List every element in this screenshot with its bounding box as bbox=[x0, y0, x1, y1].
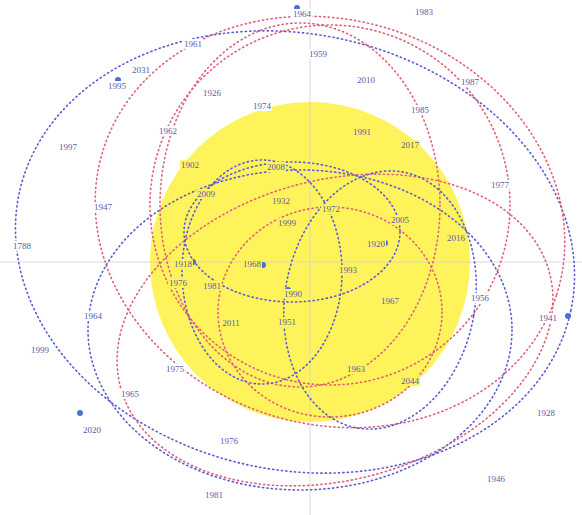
year-label: 2044 bbox=[400, 376, 420, 386]
year-label: 2011 bbox=[221, 318, 241, 328]
year-label: 1964 bbox=[292, 9, 312, 19]
axis-line bbox=[310, 0, 311, 515]
year-label: 1975 bbox=[165, 364, 185, 374]
year-label: 2010 bbox=[356, 75, 376, 85]
year-label: 1920 bbox=[366, 239, 386, 249]
year-label: 1997 bbox=[58, 142, 78, 152]
year-label: 1991 bbox=[352, 127, 372, 137]
year-label: 1962 bbox=[158, 126, 178, 136]
year-label: 2008 bbox=[266, 162, 286, 172]
orbit-path bbox=[264, 155, 496, 444]
year-label: 1990 bbox=[283, 289, 303, 299]
orbit-path bbox=[218, 207, 442, 417]
year-label: 1961 bbox=[183, 39, 203, 49]
year-label: 1964 bbox=[83, 311, 103, 321]
year-label: 1918 bbox=[173, 259, 193, 269]
year-label: 1926 bbox=[202, 88, 222, 98]
year-label: 1977 bbox=[490, 180, 510, 190]
year-label: 1985 bbox=[410, 105, 430, 115]
year-label: 1947 bbox=[93, 202, 113, 212]
year-label: 1976 bbox=[219, 436, 239, 446]
year-label: 1965 bbox=[120, 389, 140, 399]
position-dot bbox=[565, 313, 571, 319]
year-label: 1983 bbox=[414, 7, 434, 17]
axis-line bbox=[0, 262, 582, 263]
position-dot bbox=[77, 410, 83, 416]
year-label: 1963 bbox=[346, 364, 366, 374]
year-label: 1788 bbox=[12, 241, 32, 251]
year-label: 2017 bbox=[400, 140, 420, 150]
year-label: 1976 bbox=[168, 278, 188, 288]
orbit-path bbox=[82, 128, 582, 515]
year-label: 1941 bbox=[538, 313, 558, 323]
orbit-path bbox=[160, 23, 440, 387]
year-label: 1946 bbox=[486, 474, 506, 484]
year-label: 1993 bbox=[338, 265, 358, 275]
year-label: 2020 bbox=[82, 425, 102, 435]
year-label: 1932 bbox=[271, 196, 291, 206]
year-label: 1959 bbox=[308, 49, 328, 59]
year-label: 1981 bbox=[202, 281, 222, 291]
year-label: 1999 bbox=[30, 345, 50, 355]
year-label: 2009 bbox=[196, 189, 216, 199]
year-label: 2016 bbox=[446, 233, 466, 243]
year-label: 1928 bbox=[536, 408, 556, 418]
orbit-path bbox=[88, 170, 512, 490]
year-label: 2005 bbox=[390, 215, 410, 225]
year-label: 1999 bbox=[277, 218, 297, 228]
year-label: 1987 bbox=[460, 77, 480, 87]
year-label: 1981 bbox=[204, 490, 224, 500]
year-label: 1951 bbox=[277, 317, 297, 327]
year-label: 2031 bbox=[131, 65, 151, 75]
year-label: 1956 bbox=[470, 293, 490, 303]
year-label: 1902 bbox=[180, 160, 200, 170]
orbit-path bbox=[184, 162, 400, 302]
year-label: 1967 bbox=[380, 296, 400, 306]
year-label: 1968 bbox=[242, 259, 262, 269]
orbit-path bbox=[182, 160, 342, 384]
year-label: 1972 bbox=[321, 204, 341, 214]
year-label: 1974 bbox=[252, 101, 272, 111]
year-label: 1995 bbox=[107, 81, 127, 91]
orbit-path bbox=[150, 25, 510, 385]
